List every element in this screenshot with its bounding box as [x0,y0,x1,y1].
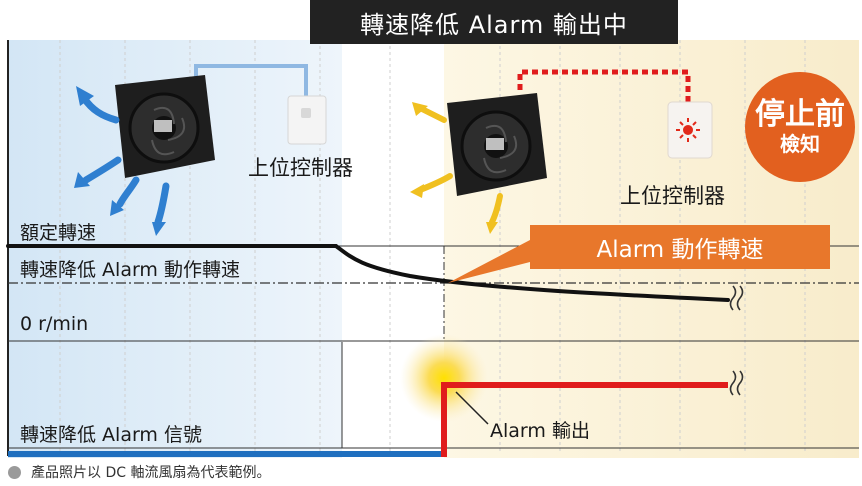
alarm-speed-pointer [448,240,530,283]
wire-right [517,69,691,102]
alarm-output-label: Alarm 輸出 [490,420,590,442]
footnote: 產品照片以 DC 軸流風扇為代表範例。 [8,462,270,482]
footnote-text: 產品照片以 DC 軸流風扇為代表範例。 [31,465,271,481]
stop-detect-badge: 停止前 檢知 [745,72,855,182]
badge-line1: 停止前 [755,97,845,132]
controller-device-icon [287,95,327,145]
alarm-speed-label: 轉速降低 Alarm 動作轉速 [20,259,240,281]
signal-label: 轉速降低 Alarm 信號 [20,424,202,446]
fan-icon [447,93,547,196]
badge-line2: 檢知 [780,132,820,156]
page-title: 轉速降低 Alarm 輸出中 [310,0,678,44]
rated-speed-label: 額定轉速 [20,222,97,244]
alarm-light-icon [676,118,700,142]
alarm-output-pointer [455,391,489,425]
airflow-arrowheads [74,86,166,236]
left-controller-label: 上位控制器 [248,156,353,180]
zero-speed-label: 0 r/min [20,313,89,335]
wavy-break-icon [729,370,744,396]
alarm-speed-callout: Alarm 動作轉速 [530,225,830,269]
fan-icon [115,75,215,178]
right-controller-label: 上位控制器 [620,184,725,208]
bullet-icon [8,465,21,479]
fan-speed-curve [6,244,730,302]
alarm-output-signal [441,382,728,457]
alarm-glow [400,334,488,422]
wavy-break-icon [729,285,744,311]
airflow-arrowheads [410,102,498,234]
